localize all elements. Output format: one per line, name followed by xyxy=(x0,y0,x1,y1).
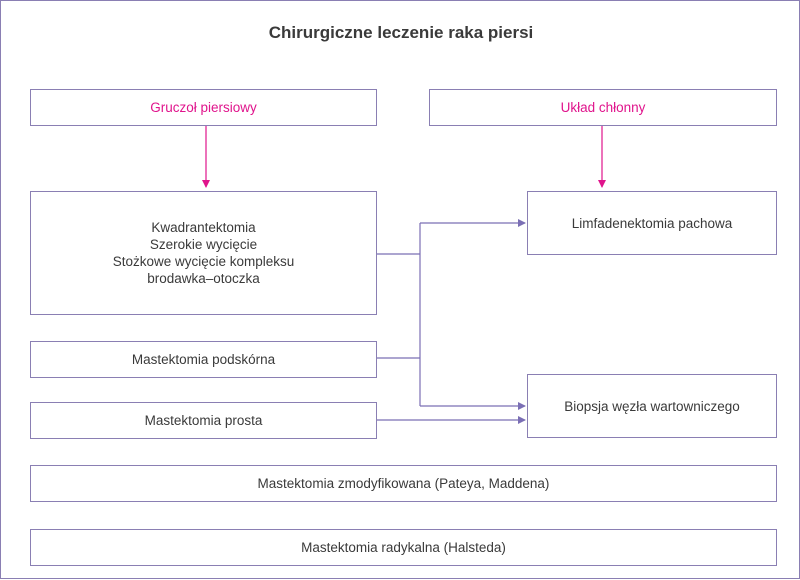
simple-box: Mastektomia prosta xyxy=(30,402,377,439)
diagram-title: Chirurgiczne leczenie raka piersi xyxy=(268,23,534,42)
axillary-box: Limfadenektomia pachowa xyxy=(527,191,777,255)
gland-box: Gruczoł piersiowy xyxy=(30,89,377,126)
conserving-line-3: Stożkowe wycięcie kompleksu xyxy=(112,254,295,269)
simple-label: Mastektomia prosta xyxy=(144,413,263,428)
conserving-box: Kwadrantektomia Szerokie wycięcie Stożko… xyxy=(30,191,377,315)
subcutaneous-label: Mastektomia podskórna xyxy=(131,352,276,367)
axillary-label: Limfadenektomia pachowa xyxy=(571,215,733,231)
sentinel-box: Biopsja węzła wartowniczego xyxy=(527,374,777,438)
gland-label: Gruczoł piersiowy xyxy=(150,100,257,115)
lymph-label: Układ chłonny xyxy=(560,100,646,115)
lymph-box: Układ chłonny xyxy=(429,89,777,126)
conserving-line-4: brodawka–otoczka xyxy=(147,271,260,286)
modified-label: Mastektomia zmodyfikowana (Pateya, Madde… xyxy=(257,476,550,491)
modified-box: Mastektomia zmodyfikowana (Pateya, Madde… xyxy=(30,465,777,502)
sentinel-label: Biopsja węzła wartowniczego xyxy=(564,398,740,414)
radical-label: Mastektomia radykalna (Halsteda) xyxy=(301,540,506,555)
subcutaneous-box: Mastektomia podskórna xyxy=(30,341,377,378)
conserving-line-1: Kwadrantektomia xyxy=(151,220,256,235)
radical-box: Mastektomia radykalna (Halsteda) xyxy=(30,529,777,566)
conserving-line-2: Szerokie wycięcie xyxy=(149,237,258,252)
